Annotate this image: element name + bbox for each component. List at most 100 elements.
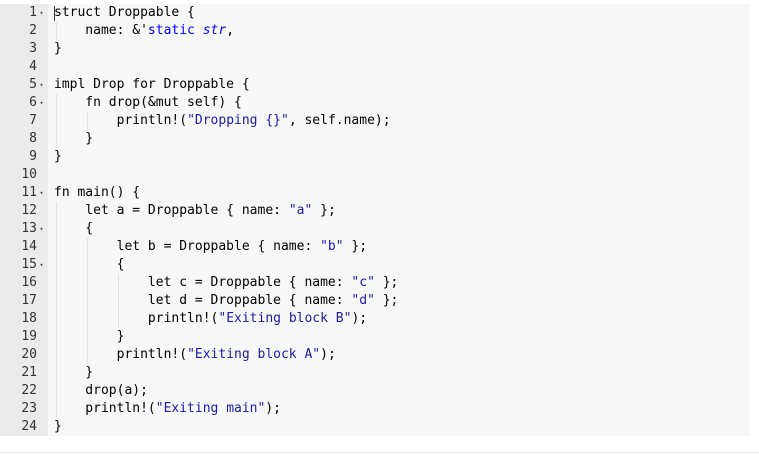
code-token: drop(a); — [54, 383, 148, 398]
line-number-label: 3 — [29, 41, 37, 56]
code-line[interactable]: struct Droppable { — [54, 4, 750, 22]
code-line[interactable]: drop(a); — [54, 382, 750, 400]
code-line[interactable]: } — [54, 40, 750, 58]
line-number-label: 17 — [21, 293, 37, 308]
line-number-label: 6 — [29, 95, 37, 110]
code-line[interactable] — [54, 166, 750, 184]
indent-guide — [56, 274, 57, 292]
code-token: ); — [265, 401, 281, 416]
code-token: ( — [179, 113, 188, 128]
line-number-label: 14 — [21, 239, 37, 254]
line-number: 19 — [0, 328, 48, 346]
code-token: } — [54, 419, 62, 434]
code-line[interactable]: { — [54, 220, 750, 238]
line-number: 3 — [0, 40, 48, 58]
line-number: 23 — [0, 400, 48, 418]
indent-guide — [56, 112, 57, 130]
code-token: { — [54, 221, 94, 236]
indent-guide — [56, 292, 57, 310]
code-token: let c = Droppable { name: — [54, 275, 352, 290]
indent-guide — [56, 400, 57, 418]
indent-guide — [87, 112, 89, 130]
code-token: ! — [140, 401, 148, 416]
code-line[interactable]: println!("Dropping {}", self.name); — [54, 112, 750, 130]
code-line[interactable]: } — [54, 130, 750, 148]
line-number: 24 — [0, 418, 48, 436]
code-token: "d" — [351, 293, 375, 308]
indent-guide — [87, 310, 89, 328]
line-number: 2 — [0, 22, 48, 40]
indent-guide — [56, 94, 57, 112]
fold-arrow-icon[interactable]: ▾ — [39, 225, 44, 233]
fold-arrow-icon[interactable]: ▾ — [39, 9, 44, 17]
line-number-label: 12 — [21, 203, 37, 218]
code-line[interactable]: println!("Exiting block A"); — [54, 346, 750, 364]
line-number: 17 — [0, 292, 48, 310]
indent-guide — [118, 274, 120, 292]
code-token: }; — [374, 293, 399, 308]
indent-guide — [56, 364, 57, 382]
code-line[interactable]: { — [54, 256, 750, 274]
code-token: println — [54, 401, 141, 416]
code-line[interactable]: println!("Exiting main"); — [54, 400, 750, 418]
fold-arrow-icon[interactable]: ▾ — [39, 81, 44, 89]
code-token: let b = Droppable { name: — [54, 239, 321, 254]
line-number-label: 5 — [29, 77, 37, 92]
code-line[interactable]: } — [54, 364, 750, 382]
code-line[interactable]: impl Drop for Droppable { — [54, 76, 750, 94]
line-number: 18 — [0, 310, 48, 328]
code-token: ! — [202, 311, 211, 326]
code-area[interactable]: struct Droppable { name: &'static str,} i… — [48, 4, 750, 436]
code-token: fn drop(&mut self) { — [54, 95, 242, 110]
code-token: } — [54, 365, 94, 380]
fold-arrow-icon[interactable]: ▾ — [39, 99, 44, 107]
code-line[interactable]: fn main() { — [54, 184, 750, 202]
code-token: { — [54, 257, 125, 272]
indent-guide — [118, 310, 120, 328]
code-line[interactable] — [54, 58, 750, 76]
code-line[interactable]: } — [54, 328, 750, 346]
fold-arrow-icon[interactable]: ▾ — [39, 261, 44, 269]
code-line[interactable]: } — [54, 418, 750, 436]
line-number: 10 — [0, 166, 48, 184]
line-number-label: 20 — [21, 347, 37, 362]
code-token: "Dropping {}" — [187, 113, 289, 128]
code-token: ); — [320, 347, 336, 362]
code-token: , self.name); — [288, 113, 391, 128]
code-token — [195, 23, 203, 38]
indent-guide — [56, 220, 57, 238]
line-number: 4 — [0, 58, 48, 76]
code-line[interactable]: let b = Droppable { name: "b" }; — [54, 238, 750, 256]
indent-guide — [87, 346, 89, 364]
indent-guide — [56, 382, 57, 400]
indent-guide — [87, 238, 89, 256]
code-line[interactable]: let d = Droppable { name: "d" }; — [54, 292, 750, 310]
code-line[interactable]: println!("Exiting block B"); — [54, 310, 750, 328]
code-token: ! — [171, 347, 180, 362]
code-token: static — [147, 23, 195, 38]
code-line[interactable]: let c = Droppable { name: "c" }; — [54, 274, 750, 292]
line-number: 14 — [0, 238, 48, 256]
line-number: 5▾ — [0, 76, 48, 94]
indent-guide — [56, 346, 57, 364]
line-number: 16 — [0, 274, 48, 292]
indent-guide — [87, 292, 89, 310]
line-number: 13▾ — [0, 220, 48, 238]
code-line[interactable]: fn drop(&mut self) { — [54, 94, 750, 112]
code-token: "Exiting main" — [155, 401, 266, 416]
code-token: } — [54, 329, 125, 344]
line-number-label: 10 — [21, 167, 37, 182]
code-token: ( — [147, 401, 156, 416]
fold-arrow-icon[interactable]: ▾ — [39, 189, 44, 197]
code-line[interactable]: name: &'static str, — [54, 22, 750, 40]
line-number-label: 9 — [29, 149, 37, 164]
line-number: 21 — [0, 364, 48, 382]
line-number: 1▾ — [0, 4, 48, 22]
code-token: ! — [171, 113, 180, 128]
indent-guide — [56, 328, 57, 346]
code-line[interactable]: let a = Droppable { name: "a" }; — [54, 202, 750, 220]
indent-guide — [56, 256, 57, 274]
code-line[interactable]: } — [54, 148, 750, 166]
